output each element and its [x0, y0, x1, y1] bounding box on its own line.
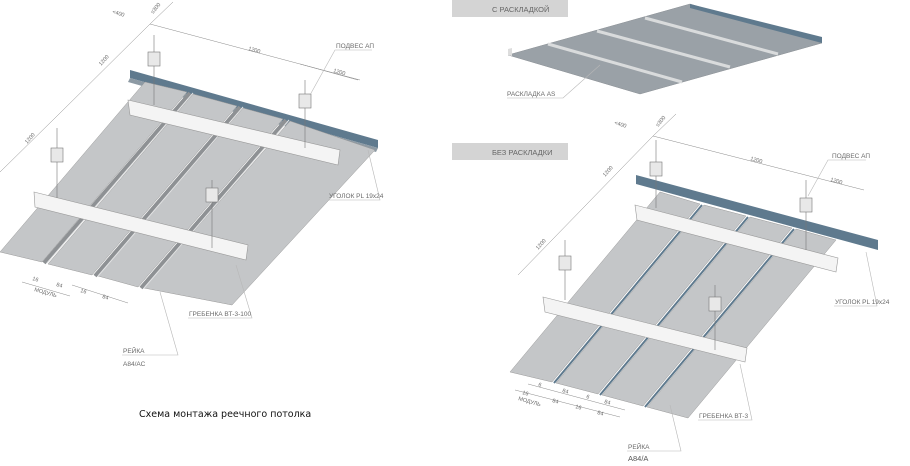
label-panel-title: РЕЙКА — [123, 346, 145, 355]
dim-1200-d: 1200 — [535, 238, 548, 251]
hanger-clip — [649, 161, 663, 177]
label-inlay: РАСКЛАДКА AS — [507, 91, 556, 98]
hanger-clip — [147, 51, 161, 67]
dim-16-b: 16 — [574, 404, 582, 411]
panel — [47, 93, 238, 276]
carrier-rail — [542, 296, 748, 363]
dim-module: МОДУЛЬ — [517, 396, 541, 408]
dim-1200-c: 1200 — [98, 54, 111, 67]
hanger-clip — [708, 296, 722, 312]
tag-with-inlay-bg — [452, 0, 568, 17]
gap — [553, 204, 703, 384]
with-inlay-assembly: С РАСКЛАДКОЙ РАСКЛАДКА AS — [452, 0, 823, 99]
hanger-clip — [558, 255, 572, 271]
carrier-rail — [127, 99, 341, 166]
dim-1200-a: 1200 — [247, 46, 260, 55]
leader-hanger — [807, 159, 866, 197]
leader-panel — [122, 291, 179, 356]
groove — [139, 118, 288, 290]
label-hanger: ПОДВЕС АП — [832, 153, 870, 160]
label-angle: УГОЛОК PL 19x24 — [835, 299, 890, 306]
leader-panel — [627, 404, 682, 452]
dim-max-400: <400 — [111, 9, 125, 19]
panel — [555, 204, 747, 395]
inlay-strip — [596, 29, 731, 69]
groove-highlight — [143, 119, 290, 289]
leader-angle — [328, 149, 381, 201]
gap — [644, 228, 795, 408]
inlay-strip — [547, 42, 683, 84]
dimension-lines — [514, 113, 865, 418]
leader-inlay — [507, 64, 601, 99]
wall-angle — [130, 70, 378, 148]
dim-84-d: 84 — [596, 410, 604, 417]
carrier-rail — [33, 191, 249, 261]
gap — [599, 216, 749, 396]
dim-1200-a: 1200 — [749, 156, 762, 165]
hangers — [558, 140, 813, 350]
label-carrier: ГРЕБЕНКА ВТ-3 — [699, 413, 748, 420]
panel — [0, 81, 188, 263]
dim-16-a: 16 — [31, 276, 39, 283]
dim-max-300: ≤300 — [150, 2, 162, 15]
tag-without-inlay-bg — [452, 143, 568, 160]
dim-16-b: 16 — [79, 288, 87, 295]
hanger-clip — [298, 93, 312, 109]
label-hanger: ПОДВЕС АП — [336, 43, 374, 50]
tag-without-inlay: БЕЗ РАСКЛАДКИ — [492, 148, 553, 157]
dim-1200-b: 1200 — [332, 68, 345, 77]
dim-1200-c: 1200 — [602, 165, 615, 178]
panel — [601, 216, 793, 407]
leader-carrier — [188, 264, 253, 319]
leader-angle — [834, 251, 878, 307]
left-assembly: <400 ≤300 1200 1200 1200 1200 16 84 16 8… — [0, 1, 384, 368]
sheet-end — [508, 48, 512, 56]
panel — [143, 120, 376, 306]
dim-gap-b: 6 — [585, 394, 590, 401]
label-angle: УГОЛОК PL 19x24 — [329, 193, 384, 200]
dimension-lines — [0, 1, 361, 304]
panel — [509, 191, 701, 383]
hangers — [50, 35, 312, 248]
dim-max-400: <400 — [613, 120, 627, 130]
dim-84-a: 84 — [55, 282, 63, 289]
diagram-caption: Схема монтажа реечного потолка — [139, 409, 312, 420]
label-panel-title: РЕЙКА — [628, 442, 650, 451]
hanger-clip — [50, 147, 64, 163]
leader-hanger — [309, 49, 372, 96]
label-carrier: ГРЕБЕНКА ВТ-3-100 — [189, 311, 251, 318]
dim-gap-a: 6 — [537, 382, 542, 389]
carrier-rail — [634, 204, 839, 273]
dim-max-300: ≤300 — [655, 115, 667, 128]
inlay-strip — [644, 16, 779, 56]
dim-84-b: 84 — [101, 294, 109, 301]
dim-16-a: 16 — [521, 390, 529, 397]
sheet-edge — [690, 4, 822, 43]
hanger-clip — [799, 197, 813, 213]
dim-84-c: 84 — [603, 399, 611, 406]
label-panel-code: А84/АС — [123, 361, 146, 368]
hanger-clip — [205, 187, 219, 203]
dim-84-b: 84 — [551, 398, 559, 405]
dim-1200-d: 1200 — [24, 132, 37, 145]
panels — [509, 191, 837, 419]
wall-angle — [636, 175, 878, 250]
tag-with-inlay: С РАСКЛАДКОЙ — [492, 5, 549, 14]
panels — [0, 81, 376, 306]
dim-84-a: 84 — [561, 388, 569, 395]
dim-1200-b: 1200 — [829, 177, 842, 186]
without-inlay-assembly: БЕЗ РАСКЛАДКИ <400 ≤300 1200 — [452, 113, 890, 463]
label-panel-code: А84/А — [628, 454, 648, 463]
leader-carrier — [698, 363, 753, 421]
panel — [646, 228, 837, 419]
